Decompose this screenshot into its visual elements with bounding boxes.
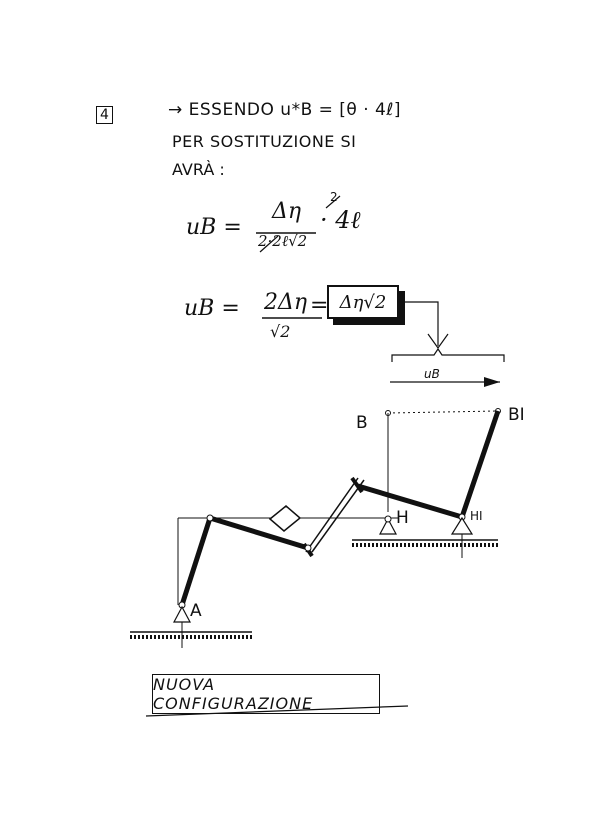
slider-sleeve-upper: [350, 476, 364, 494]
b-dotted-line: [387, 410, 499, 414]
label-h1: HI: [470, 509, 483, 523]
hinge-2: [304, 544, 312, 552]
eq1-multiplier: · 4ℓ: [320, 206, 361, 234]
member-a-1: [179, 517, 213, 606]
hinge-h: [384, 515, 392, 523]
label-h: H: [396, 508, 409, 528]
caption-box: NUOVA CONFIGURAZIONE: [152, 674, 380, 714]
member-3: [357, 483, 463, 520]
member-b1: [459, 410, 501, 518]
eq1-cancel-mark: 2: [330, 190, 338, 204]
label-b: B: [356, 413, 368, 433]
result-pointer-line: [398, 301, 439, 346]
displacement-arrowhead: [484, 377, 500, 387]
eq1-denominator: 2·2ℓ√2: [258, 232, 308, 250]
displacement-brace: [391, 347, 505, 362]
support-h: [379, 517, 397, 535]
statement-line-3: AVRÀ :: [172, 160, 225, 179]
caption-text: NUOVA CONFIGURAZIONE: [153, 675, 314, 713]
statement-line-2: PER SOSTITUZIONE SI: [172, 132, 357, 151]
slider-rod-2: [311, 479, 365, 553]
statement-line-1: → ESSENDO u*B = [θ · 4ℓ]: [168, 100, 402, 120]
hinge-1: [206, 514, 214, 522]
displacement-label: uB: [424, 367, 440, 381]
member-2: [209, 515, 309, 551]
eq1-cancel-stroke: [259, 235, 279, 253]
eq2-lhs: uB =: [184, 296, 240, 321]
slider-rod: [305, 477, 359, 553]
eq2-denominator: √2: [270, 322, 291, 341]
eq1-lhs: uB =: [186, 215, 242, 240]
caption-underline: [145, 705, 409, 717]
step-number-box: 4: [96, 106, 113, 124]
spring-element: [268, 505, 302, 532]
eq2-numerator: 2Δη: [264, 290, 308, 315]
label-a: A: [190, 601, 202, 621]
eq2-result: Δη√2: [339, 291, 387, 313]
label-b1: BI: [508, 405, 525, 425]
eq1-cancel-stroke-2: [325, 195, 341, 209]
eq1-numerator: Δη: [272, 199, 302, 224]
eq2-equals: =: [310, 293, 329, 318]
